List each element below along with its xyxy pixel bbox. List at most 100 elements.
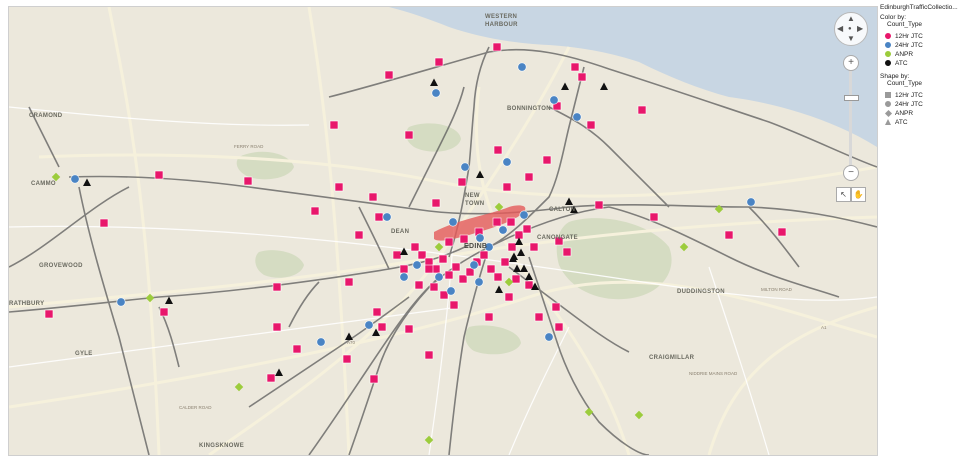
marker-12hr-jtc[interactable] [404, 130, 414, 140]
legend-shape-item[interactable]: 12Hr JTC [885, 91, 970, 100]
marker-24hr-jtc[interactable] [70, 174, 80, 184]
marker-24hr-jtc[interactable] [460, 162, 470, 172]
marker-12hr-jtc[interactable] [529, 242, 539, 252]
zoom-slider-thumb[interactable] [844, 95, 859, 101]
marker-12hr-jtc[interactable] [154, 170, 164, 180]
marker-12hr-jtc[interactable] [562, 247, 572, 257]
marker-12hr-jtc[interactable] [570, 62, 580, 72]
zoom-out-button[interactable]: − [843, 165, 859, 181]
marker-24hr-jtc[interactable] [382, 212, 392, 222]
marker-12hr-jtc[interactable] [404, 324, 414, 334]
select-tool-button[interactable]: ↖ [836, 187, 851, 202]
marker-anpr[interactable] [145, 293, 155, 303]
legend-shape-item[interactable]: ATC [885, 118, 970, 127]
marker-atc[interactable] [525, 272, 533, 281]
marker-24hr-jtc[interactable] [469, 260, 479, 270]
marker-12hr-jtc[interactable] [551, 302, 561, 312]
marker-anpr[interactable] [504, 277, 514, 287]
marker-12hr-jtc[interactable] [504, 292, 514, 302]
marker-atc[interactable] [531, 282, 539, 291]
marker-12hr-jtc[interactable] [492, 217, 502, 227]
marker-atc[interactable] [345, 332, 353, 341]
marker-24hr-jtc[interactable] [502, 157, 512, 167]
marker-12hr-jtc[interactable] [493, 272, 503, 282]
marker-atc[interactable] [372, 328, 380, 337]
marker-12hr-jtc[interactable] [479, 250, 489, 260]
marker-12hr-jtc[interactable] [484, 312, 494, 322]
marker-12hr-jtc[interactable] [502, 182, 512, 192]
pan-left-icon[interactable]: ◀ [837, 24, 844, 33]
marker-atc[interactable] [565, 197, 573, 206]
marker-12hr-jtc[interactable] [272, 282, 282, 292]
marker-atc[interactable] [515, 237, 523, 246]
marker-24hr-jtc[interactable] [474, 277, 484, 287]
marker-12hr-jtc[interactable] [434, 57, 444, 67]
marker-12hr-jtc[interactable] [524, 280, 534, 290]
marker-12hr-jtc[interactable] [329, 120, 339, 130]
marker-12hr-jtc[interactable] [507, 242, 517, 252]
marker-atc[interactable] [400, 247, 408, 256]
pan-center-icon[interactable]: ● [848, 26, 852, 32]
marker-12hr-jtc[interactable] [342, 354, 352, 364]
marker-anpr[interactable] [494, 202, 504, 212]
marker-12hr-jtc[interactable] [374, 212, 384, 222]
marker-12hr-jtc[interactable] [344, 277, 354, 287]
marker-anpr[interactable] [424, 435, 434, 445]
marker-12hr-jtc[interactable] [384, 70, 394, 80]
marker-12hr-jtc[interactable] [522, 224, 532, 234]
marker-12hr-jtc[interactable] [414, 280, 424, 290]
pan-tool-button[interactable]: ✋ [851, 187, 866, 202]
marker-24hr-jtc[interactable] [448, 217, 458, 227]
legend-color-item[interactable]: 24Hr JTC [885, 41, 970, 50]
marker-12hr-jtc[interactable] [266, 373, 276, 383]
marker-anpr[interactable] [634, 410, 644, 420]
map-svg[interactable] [9, 7, 877, 455]
marker-12hr-jtc[interactable] [377, 322, 387, 332]
marker-12hr-jtc[interactable] [534, 312, 544, 322]
marker-atc[interactable] [275, 368, 283, 377]
marker-24hr-jtc[interactable] [572, 112, 582, 122]
pan-up-icon[interactable]: ▲ [847, 14, 855, 23]
marker-24hr-jtc[interactable] [517, 62, 527, 72]
marker-12hr-jtc[interactable] [500, 257, 510, 267]
map-pan-control[interactable]: ▲ ▼ ◀ ▶ ● [834, 12, 868, 46]
marker-24hr-jtc[interactable] [746, 197, 756, 207]
zoom-slider-track[interactable] [849, 60, 852, 172]
marker-24hr-jtc[interactable] [484, 242, 494, 252]
marker-atc[interactable] [510, 252, 518, 261]
marker-12hr-jtc[interactable] [511, 274, 521, 284]
marker-atc[interactable] [430, 78, 438, 87]
marker-12hr-jtc[interactable] [399, 264, 409, 274]
marker-24hr-jtc[interactable] [399, 272, 409, 282]
marker-12hr-jtc[interactable] [99, 218, 109, 228]
marker-atc[interactable] [561, 82, 569, 91]
marker-12hr-jtc[interactable] [649, 212, 659, 222]
marker-12hr-jtc[interactable] [369, 374, 379, 384]
marker-12hr-jtc[interactable] [444, 237, 454, 247]
legend-color-item[interactable]: ATC [885, 59, 970, 68]
marker-12hr-jtc[interactable] [492, 42, 502, 52]
legend-shape-item[interactable]: ANPR [884, 109, 970, 118]
pan-right-icon[interactable]: ▶ [857, 24, 864, 33]
traffic-count-markers[interactable] [44, 42, 787, 445]
marker-24hr-jtc[interactable] [475, 233, 485, 243]
marker-12hr-jtc[interactable] [554, 236, 564, 246]
marker-12hr-jtc[interactable] [457, 177, 467, 187]
marker-12hr-jtc[interactable] [493, 145, 503, 155]
marker-12hr-jtc[interactable] [292, 344, 302, 354]
marker-12hr-jtc[interactable] [459, 234, 469, 244]
marker-12hr-jtc[interactable] [506, 217, 516, 227]
marker-24hr-jtc[interactable] [446, 286, 456, 296]
marker-12hr-jtc[interactable] [424, 350, 434, 360]
marker-atc[interactable] [165, 296, 173, 305]
marker-12hr-jtc[interactable] [777, 227, 787, 237]
marker-atc[interactable] [570, 205, 578, 214]
marker-12hr-jtc[interactable] [465, 267, 475, 277]
marker-anpr[interactable] [234, 382, 244, 392]
marker-12hr-jtc[interactable] [438, 254, 448, 264]
marker-12hr-jtc[interactable] [159, 307, 169, 317]
marker-12hr-jtc[interactable] [368, 192, 378, 202]
marker-12hr-jtc[interactable] [637, 105, 647, 115]
legend-shape-item[interactable]: 24Hr JTC [885, 100, 970, 109]
marker-12hr-jtc[interactable] [577, 72, 587, 82]
